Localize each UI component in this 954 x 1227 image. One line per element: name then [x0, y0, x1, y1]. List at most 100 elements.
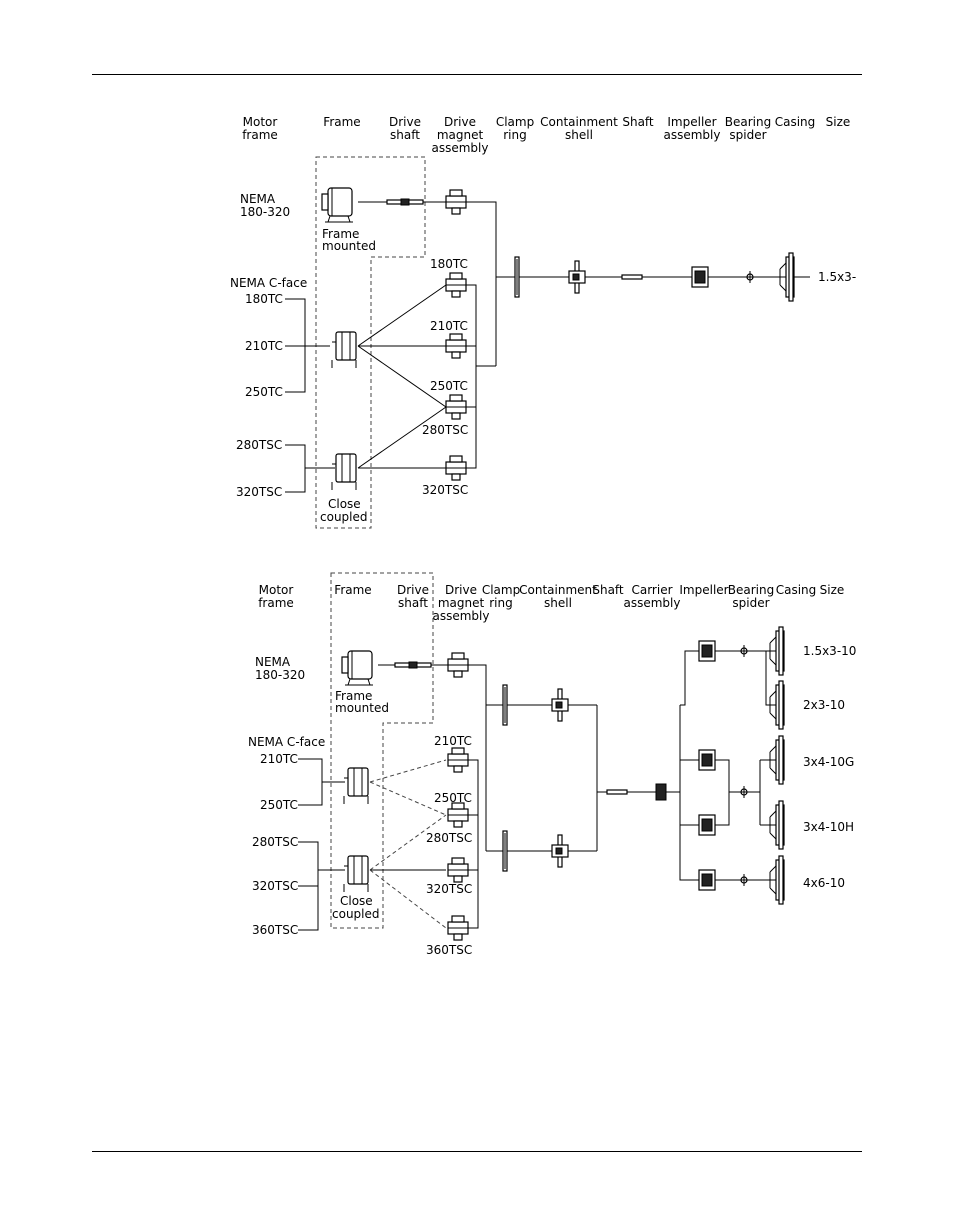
d2-frame-mounted-outline [330, 572, 434, 929]
d2-cc-b: coupled [332, 907, 380, 921]
d2-h0b: frame [258, 596, 294, 610]
d2-size-280tsc: 280TSC [252, 835, 298, 849]
d2-header-casing: Casing [776, 583, 817, 597]
d2-carrier-assembly [655, 783, 667, 801]
d1-fm-b: mounted [322, 239, 376, 253]
d1-bearing-spider [744, 270, 756, 284]
d1-nema-b: 180-320 [240, 205, 290, 219]
d1-header-frame: Frame [323, 115, 360, 129]
d1-h0b: frame [242, 128, 278, 142]
d2-size-210tc: 210TC [260, 752, 298, 766]
d1-header-casing: Casing [775, 115, 816, 129]
d2-size-lbl-3: 3x4-10H [803, 820, 854, 834]
d1-h3b: magnet [437, 128, 484, 142]
d1-magnet-210tc [445, 333, 467, 359]
d2-size-lbl-0: 1.5x3-10 [803, 644, 856, 658]
d1-h0a: Motor [243, 115, 278, 129]
d1-magnet-labels: 180TC 210TC 250TC 280TSC 320TSC [422, 257, 468, 497]
d2-magnet-250tc [447, 802, 469, 828]
d2-imp-branch-3 [679, 825, 700, 881]
d1-nema-a: NEMA [240, 192, 276, 206]
d2-containment-shell-2 [551, 834, 569, 868]
d1-h2a: Drive [389, 115, 421, 129]
d2-magnet-320tsc [447, 857, 469, 883]
d1-cc-a: Close [328, 497, 361, 511]
d2-shaft [606, 789, 628, 795]
d1-shaft [621, 274, 643, 280]
d2-h4a: Clamp [482, 583, 520, 597]
d1-magnet-bus [466, 284, 477, 469]
d1-motor-sizes: 180TC 210TC 250TC 280TSC 320TSC [236, 292, 283, 499]
d1-fm-a: Frame [322, 227, 359, 241]
d2-mag-lbl-1: 250TC [434, 791, 472, 805]
d1-mag-lbl-2: 250TC [430, 379, 468, 393]
d2-h3b: magnet [438, 596, 485, 610]
d1-h8b: spider [729, 128, 766, 142]
d1-header-size: Size [826, 115, 851, 129]
d1-size-280tsc: 280TSC [236, 438, 282, 452]
d2-magnet-frame-mounted [447, 652, 469, 678]
d2-mag-lbl-3: 320TSC [426, 882, 472, 896]
d1-close-coupled-motor-2 [331, 453, 357, 491]
bottom-rule [92, 1151, 862, 1152]
d1-cc-b: coupled [320, 510, 368, 524]
d2-nema-cface: NEMA C-face [248, 735, 325, 749]
d1-mag-lbl-3: 280TSC [422, 423, 468, 437]
d2-magnet-labels: 210TC 250TC 280TSC 320TSC 360TSC [426, 734, 472, 957]
d2-fm-a: Frame [335, 689, 372, 703]
d1-drive-shaft [386, 198, 424, 206]
d2-size-lbl-1: 2x3-10 [803, 698, 845, 712]
d2-header-shaft: Shaft [592, 583, 624, 597]
d1-motor-to-magnet-lines [357, 284, 447, 469]
d1-mag-lbl-1: 210TC [430, 319, 468, 333]
d2-header-containment: Containment [519, 583, 597, 597]
d1-h2b: shaft [390, 128, 420, 142]
d1-h5a: Containment [540, 115, 618, 129]
d1-impeller [691, 266, 713, 288]
d1-size-320tsc: 320TSC [236, 485, 282, 499]
d2-h0a: Motor [259, 583, 294, 597]
d1-frame-mounted-outline [315, 156, 426, 529]
d2-header-size: Size [820, 583, 845, 597]
d1-top-connector [466, 201, 497, 366]
d2-close-coupled-motor-1 [343, 767, 369, 805]
d1-size-210tc: 210TC [245, 339, 283, 353]
d2-top-connector [468, 664, 487, 851]
d1-nema-cface: NEMA C-face [230, 276, 307, 290]
d2-h3a: Drive [445, 583, 477, 597]
d1-containment-shell [568, 260, 586, 294]
d2-size-360tsc: 360TSC [252, 923, 298, 937]
d2-h4b: ring [489, 596, 513, 610]
d2-cc-a: Close [340, 894, 373, 908]
top-rule [92, 74, 862, 75]
d2-clamp-ring-2 [502, 830, 508, 872]
d1-header-shaft: Shaft [622, 115, 654, 129]
d2-impeller-3 [698, 814, 720, 836]
d2-h2b: shaft [398, 596, 428, 610]
d1-h3c: assembly [432, 141, 489, 155]
d2-mag-lbl-2: 280TSC [426, 831, 472, 845]
d2-h9b: spider [732, 596, 769, 610]
d2-fm-b: mounted [335, 701, 389, 715]
d1-close-coupled-motor-1 [331, 331, 357, 369]
d2-h9a: Bearing [728, 583, 774, 597]
d2-size-lbl-4: 4x6-10 [803, 876, 845, 890]
d1-magnet-250tc [445, 394, 467, 420]
d2-magnet-360tsc [447, 915, 469, 941]
d1-bracket-tsc [285, 444, 306, 493]
d2-imp-branch-1 [680, 650, 700, 706]
d2-mag-lbl-0: 210TC [434, 734, 472, 748]
